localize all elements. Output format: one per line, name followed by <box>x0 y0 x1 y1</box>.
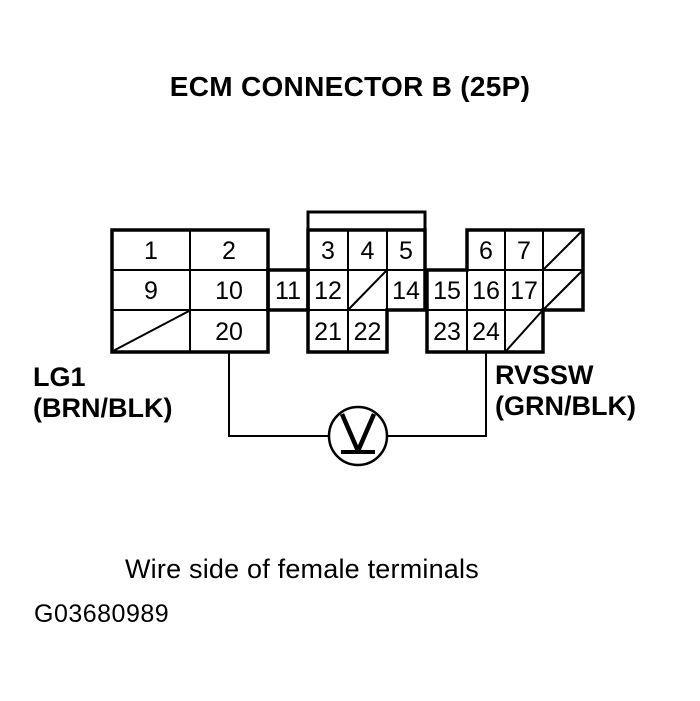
no-terminal-cross-icon <box>112 310 190 352</box>
connector-key-tab <box>306 210 427 233</box>
right-wire-signal: RVSSW <box>495 360 594 390</box>
pin-cell-1 <box>111 229 191 271</box>
pin-number-16: 16 <box>472 277 500 305</box>
no-terminal-cross-icon <box>505 310 543 352</box>
pin-number-14: 14 <box>392 277 420 305</box>
left-wire-color: (BRN/BLK) <box>33 393 173 423</box>
right-wire-label: RVSSW (GRN/BLK) <box>495 360 636 422</box>
wire-pin20-to-meter <box>228 353 329 437</box>
pin-number-10: 10 <box>215 277 243 305</box>
pin-number-24: 24 <box>472 318 500 346</box>
cell-11-outline <box>266 268 310 312</box>
pin-number-11: 11 <box>275 277 301 305</box>
pin-number-7: 7 <box>517 237 531 265</box>
wire-pin24-to-meter <box>387 353 487 437</box>
voltmeter-circle <box>327 405 389 467</box>
middle-block-outline <box>306 228 427 354</box>
voltmeter-v-stroke-right <box>355 413 377 452</box>
pin-number-2: 2 <box>222 237 236 265</box>
pin-number-12: 12 <box>314 277 342 305</box>
figure-id: G03680989 <box>34 600 170 628</box>
voltmeter-icon <box>327 405 389 467</box>
pin-cell-16 <box>466 269 506 311</box>
no-terminal-cross-icon <box>348 270 387 310</box>
pin-number-9: 9 <box>144 277 158 305</box>
pin-number-6: 6 <box>479 237 493 265</box>
voltmeter-v-stroke-left <box>339 413 361 452</box>
diagram-title: ECM CONNECTOR B (25P) <box>169 71 531 102</box>
pin-number-15: 15 <box>433 277 461 305</box>
pin-number-23: 23 <box>433 318 461 346</box>
no-terminal-cross-icon <box>543 230 583 270</box>
right-block-outline <box>425 228 585 354</box>
pin-number-1: 1 <box>144 237 158 265</box>
pin-number-4: 4 <box>361 237 375 265</box>
right-wire-color: (GRN/BLK) <box>495 391 636 421</box>
caption: Wire side of female terminals <box>125 554 479 584</box>
pin-number-21: 21 <box>314 318 342 346</box>
left-block-outline <box>110 228 270 354</box>
pin-number-22: 22 <box>354 318 382 346</box>
left-wire-label: LG1 (BRN/BLK) <box>33 362 172 424</box>
left-wire-signal: LG1 <box>33 362 86 392</box>
pin-cell-10 <box>189 269 269 311</box>
no-terminal-cross-icon <box>543 270 583 310</box>
pin-cell-12 <box>307 269 349 311</box>
pin-number-20: 20 <box>215 318 243 346</box>
pin-number-5: 5 <box>399 237 413 265</box>
pin-number-17: 17 <box>510 277 538 305</box>
pin-number-3: 3 <box>321 237 335 265</box>
